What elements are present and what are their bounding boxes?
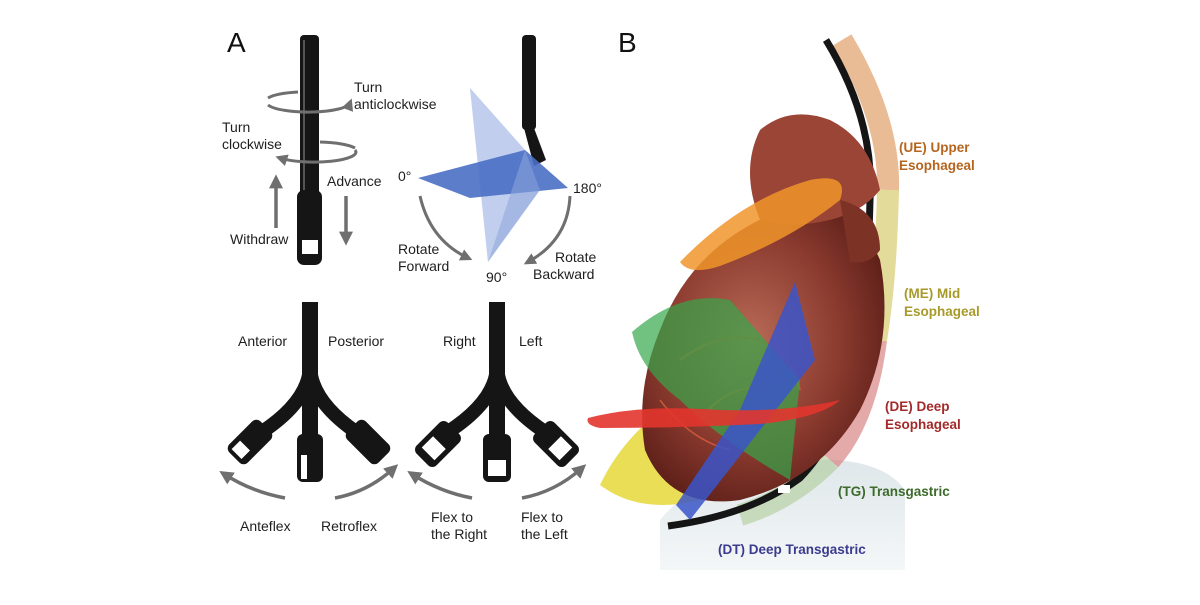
- green-imaging-plane: [632, 298, 800, 480]
- turn-anticlockwise-label-1: Turn: [354, 79, 382, 95]
- upper-esophageal-plane: [680, 178, 842, 271]
- right-label: Right: [443, 333, 476, 349]
- flex-right-arrow: [407, 470, 473, 500]
- anteflex-probe-tip: [227, 419, 273, 465]
- anteflex-label: Anteflex: [240, 518, 291, 534]
- angle-0-label: 0°: [398, 168, 411, 184]
- deep-esophageal-plane: [587, 400, 840, 428]
- posterior-label: Posterior: [328, 333, 384, 349]
- anterior-label: Anterior: [238, 333, 287, 349]
- rotate-backward-arrow: [523, 195, 572, 265]
- flex-left-label-2: the Left: [521, 526, 568, 542]
- heart-illustration: [587, 34, 905, 570]
- flex-left-label-1: Flex to: [521, 509, 563, 525]
- turn-anticlockwise-label-2: anticlockwise: [354, 96, 437, 112]
- rotate-forward-arrow: [418, 195, 473, 261]
- de-label-2: Esophageal: [885, 417, 961, 432]
- rotate-forward-label-2: Forward: [398, 258, 449, 274]
- turn-clockwise-label-2: clockwise: [222, 136, 282, 152]
- flexion-ap-diagram: Anterior Posterior Anteflex Retroflex: [219, 302, 399, 534]
- rotate-backward-label-2: Backward: [533, 266, 594, 282]
- me-label-2: Esophageal: [904, 304, 980, 319]
- withdraw-label: Withdraw: [230, 231, 289, 247]
- retroflex-label: Retroflex: [321, 518, 377, 534]
- panel-a-label: A: [227, 27, 246, 58]
- ue-label-1: (UE) Upper: [899, 140, 970, 155]
- dt-label: (DT) Deep Transgastric: [718, 542, 866, 557]
- turn-clockwise-label-1: Turn: [222, 119, 250, 135]
- angle-90-label: 90°: [486, 269, 507, 285]
- flex-right-probe-tip: [415, 421, 461, 467]
- retroflex-probe-tip: [345, 419, 391, 465]
- advance-label: Advance: [327, 173, 382, 189]
- neutral-probe-tip-lr: [483, 434, 511, 482]
- transducer-window: [302, 240, 318, 254]
- neutral-probe-tip-ap: [297, 434, 323, 482]
- rotate-forward-label-1: Rotate: [398, 241, 439, 257]
- rotate-backward-label-1: Rotate: [555, 249, 596, 265]
- flex-right-label-2: the Right: [431, 526, 487, 542]
- flex-right-label-1: Flex to: [431, 509, 473, 525]
- probe-position-tg: [778, 485, 790, 493]
- turn-anticlockwise-arrow: [267, 98, 353, 114]
- upper-esophageal-band: [832, 34, 900, 191]
- multiplane-probe-shaft: [522, 35, 536, 130]
- me-label-1: (ME) Mid: [904, 286, 960, 301]
- turn-clockwise-arrow: [275, 148, 358, 166]
- flex-left-arrow: [521, 464, 587, 500]
- transgastric-band: [736, 452, 838, 526]
- tg-label: (TG) Transgastric: [838, 484, 950, 499]
- anteflex-arrow: [219, 470, 286, 500]
- left-label: Left: [519, 333, 542, 349]
- flex-left-probe-tip: [533, 421, 579, 467]
- blue-imaging-plane: [676, 282, 815, 520]
- multiplane-probe-tip: [524, 128, 546, 166]
- angle-180-label: 180°: [573, 180, 602, 196]
- panel-b-label: B: [618, 27, 637, 58]
- de-label-1: (DE) Deep: [885, 399, 950, 414]
- ue-label-2: Esophageal: [899, 158, 975, 173]
- retroflex-arrow: [334, 464, 399, 500]
